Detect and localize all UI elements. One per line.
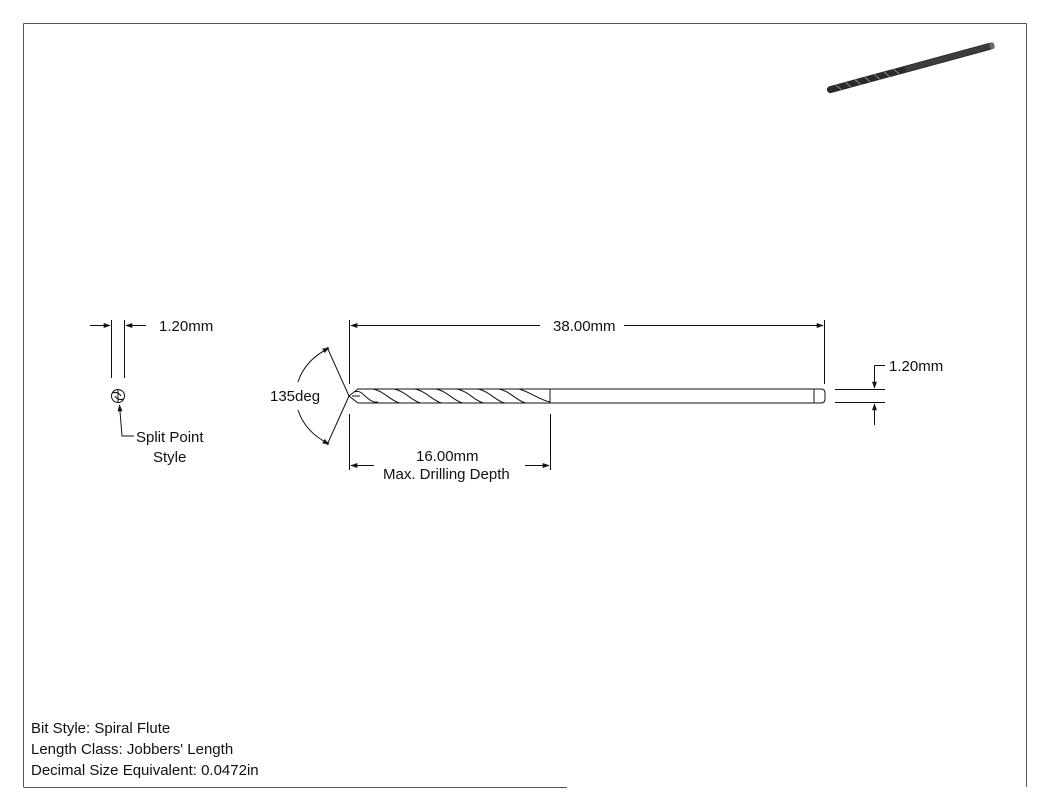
end-view: 1.20mm Split Point Style [90, 318, 213, 466]
shank-diameter-label: 1.20mm [889, 358, 943, 375]
drilling-depth-caption: Max. Drilling Depth [383, 466, 510, 483]
decimal-size-note: Decimal Size Equivalent: 0.0472in [31, 762, 259, 779]
drilling-depth-dimension [349, 414, 551, 470]
split-point-leader [117, 404, 134, 437]
isometric-drill-bit-view [826, 42, 995, 94]
drill-bit-side-view [348, 388, 826, 404]
split-point-label-line1: Split Point [136, 429, 204, 446]
point-angle-label: 135deg [270, 388, 320, 405]
overall-length-label: 38.00mm [553, 318, 616, 335]
bit-style-note: Bit Style: Spiral Flute [31, 720, 171, 737]
split-point-label-line2: Style [153, 449, 186, 466]
spec-notes: Bit Style: Spiral Flute Length Class: Jo… [31, 718, 259, 781]
overall-length-dimension [349, 320, 825, 384]
point-angle-dimension [297, 346, 350, 446]
shank-diameter-dimension [835, 365, 885, 425]
drawing-frame [23, 23, 1027, 788]
split-point-end-symbol [111, 389, 125, 403]
end-view-dimension-lines [90, 320, 146, 378]
drill-bit-flutes [352, 388, 551, 404]
length-class-note: Length Class: Jobbers' Length [31, 741, 234, 758]
drill-bit-outline [348, 388, 826, 404]
end-view-diameter-label: 1.20mm [159, 318, 213, 335]
drilling-depth-label: 16.00mm [416, 448, 479, 465]
